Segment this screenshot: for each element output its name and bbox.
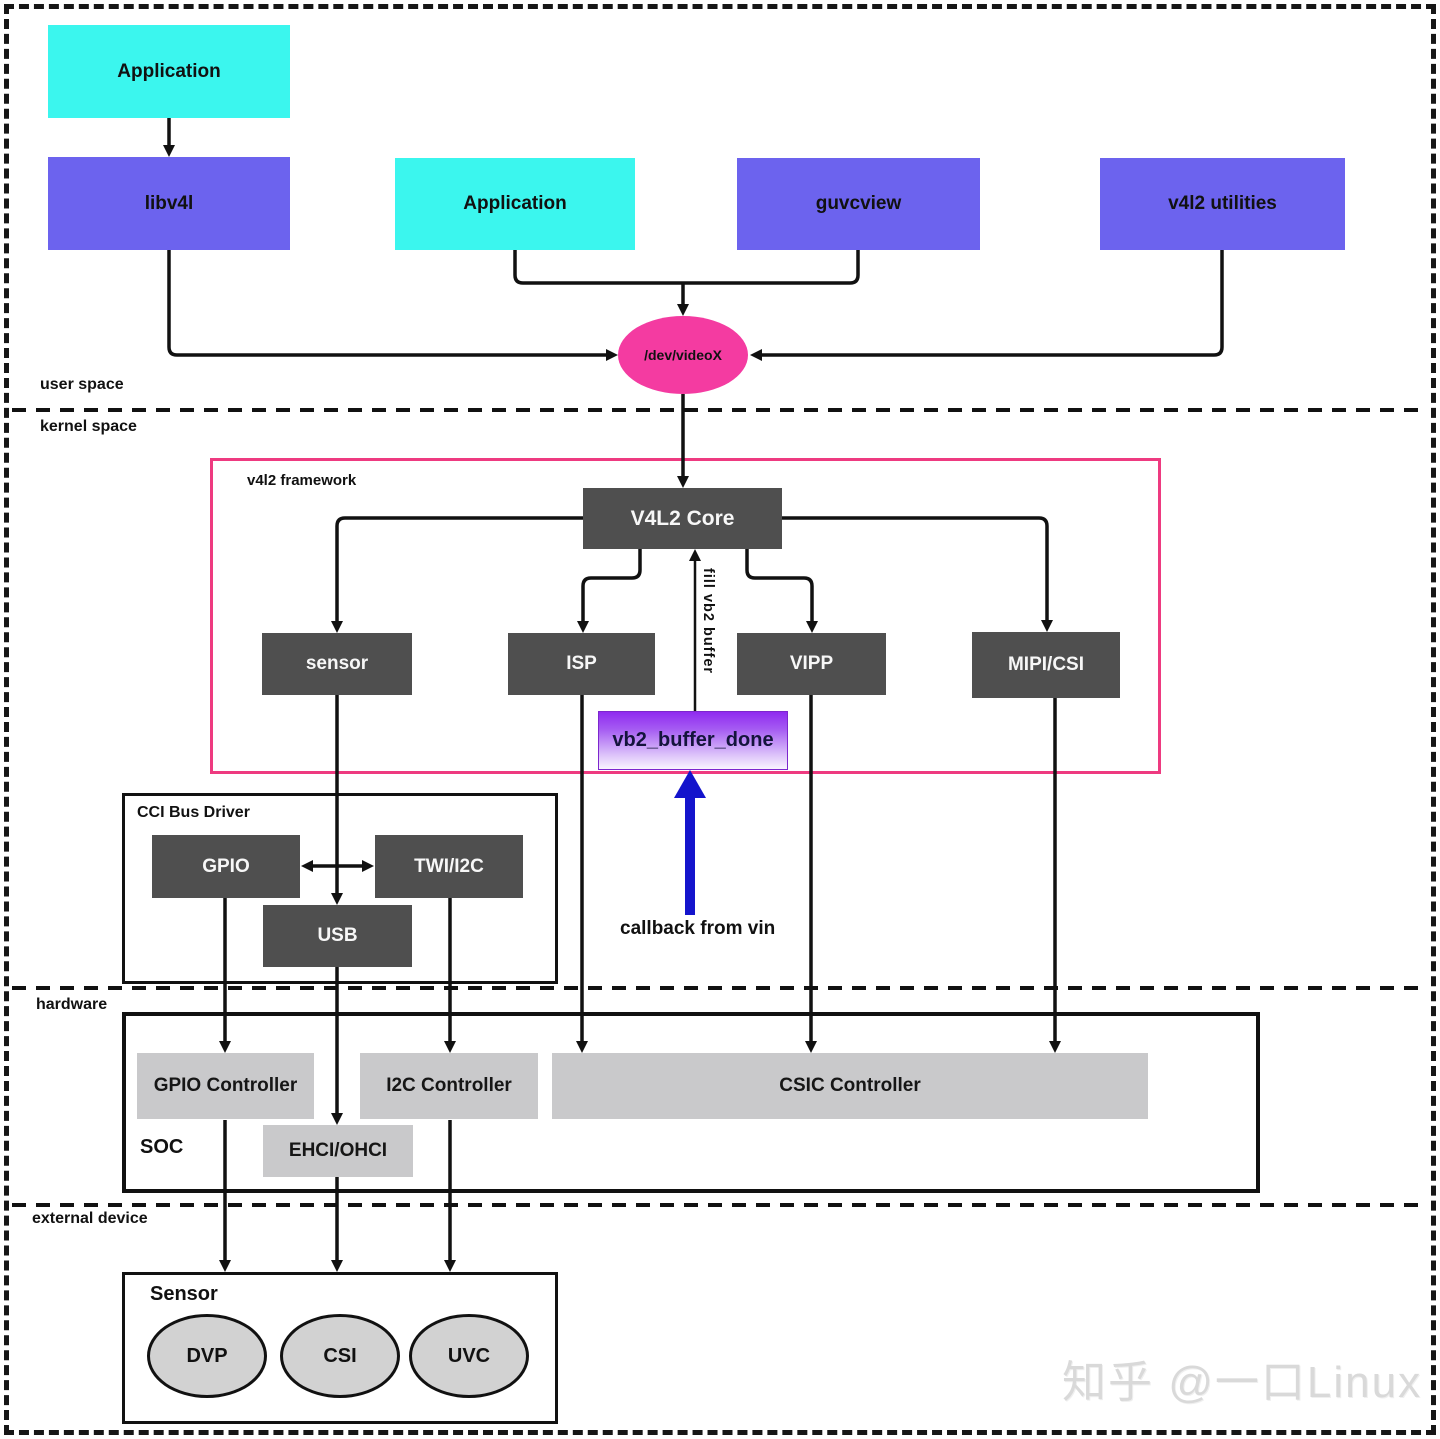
node-v4l2-core: V4L2 Core: [583, 488, 782, 549]
external-device-label: external device: [32, 1210, 148, 1227]
kernel-space-label: kernel space: [40, 418, 137, 435]
hardware-label: hardware: [36, 996, 108, 1013]
node-gpio: GPIO: [152, 835, 300, 898]
external-sensor-group: Sensor: [122, 1272, 558, 1424]
node-csic-controller: CSIC Controller: [552, 1053, 1148, 1119]
external-sensor-label: Sensor: [150, 1283, 218, 1305]
cci-bus-driver-group: CCI Bus Driver: [122, 793, 558, 984]
node-application-1: Application: [48, 25, 290, 118]
user-space-label: user space: [40, 376, 124, 393]
node-usb: USB: [263, 905, 412, 967]
node-twi-i2c: TWI/I2C: [375, 835, 523, 898]
callback-from-vin-label: callback from vin: [620, 918, 776, 939]
node-i2c-controller: I2C Controller: [360, 1053, 538, 1119]
edge-guvcview-junction: [683, 250, 860, 285]
fill-vb2-buffer-label: fill vb2 buffer: [700, 568, 716, 675]
edge-app2-junction: [513, 250, 683, 285]
node-csi: CSI: [280, 1314, 400, 1398]
node-isp: ISP: [508, 633, 655, 695]
soc-label: SOC: [140, 1136, 184, 1158]
node-vipp: VIPP: [737, 633, 886, 695]
node-uvc: UVC: [409, 1314, 529, 1398]
node-v4l2-utilities: v4l2 utilities: [1100, 158, 1345, 250]
edge-libv4l-devnode: [167, 250, 618, 361]
node-guvcview: guvcview: [737, 158, 980, 250]
node-mipi-csi: MIPI/CSI: [972, 632, 1120, 698]
node-ehci-ohci: EHCI/OHCI: [263, 1125, 413, 1177]
node-application-2: Application: [395, 158, 635, 250]
callback-arrow: [674, 770, 706, 915]
node-dev-videox: /dev/videoX: [618, 316, 748, 394]
soc-group: [122, 1012, 1260, 1193]
node-libv4l: libv4l: [48, 157, 290, 250]
v4l2-framework-label: v4l2 framework: [247, 472, 357, 489]
node-gpio-controller: GPIO Controller: [137, 1053, 314, 1119]
node-vb2-buffer-done: vb2_buffer_done: [598, 711, 788, 770]
zhihu-watermark: 知乎 @一口Linux: [1062, 1358, 1423, 1407]
edge-utilities-devnode: [750, 250, 1224, 361]
node-dvp: DVP: [147, 1314, 267, 1398]
cci-bus-driver-label: CCI Bus Driver: [137, 804, 250, 821]
node-sensor-driver: sensor: [262, 633, 412, 695]
